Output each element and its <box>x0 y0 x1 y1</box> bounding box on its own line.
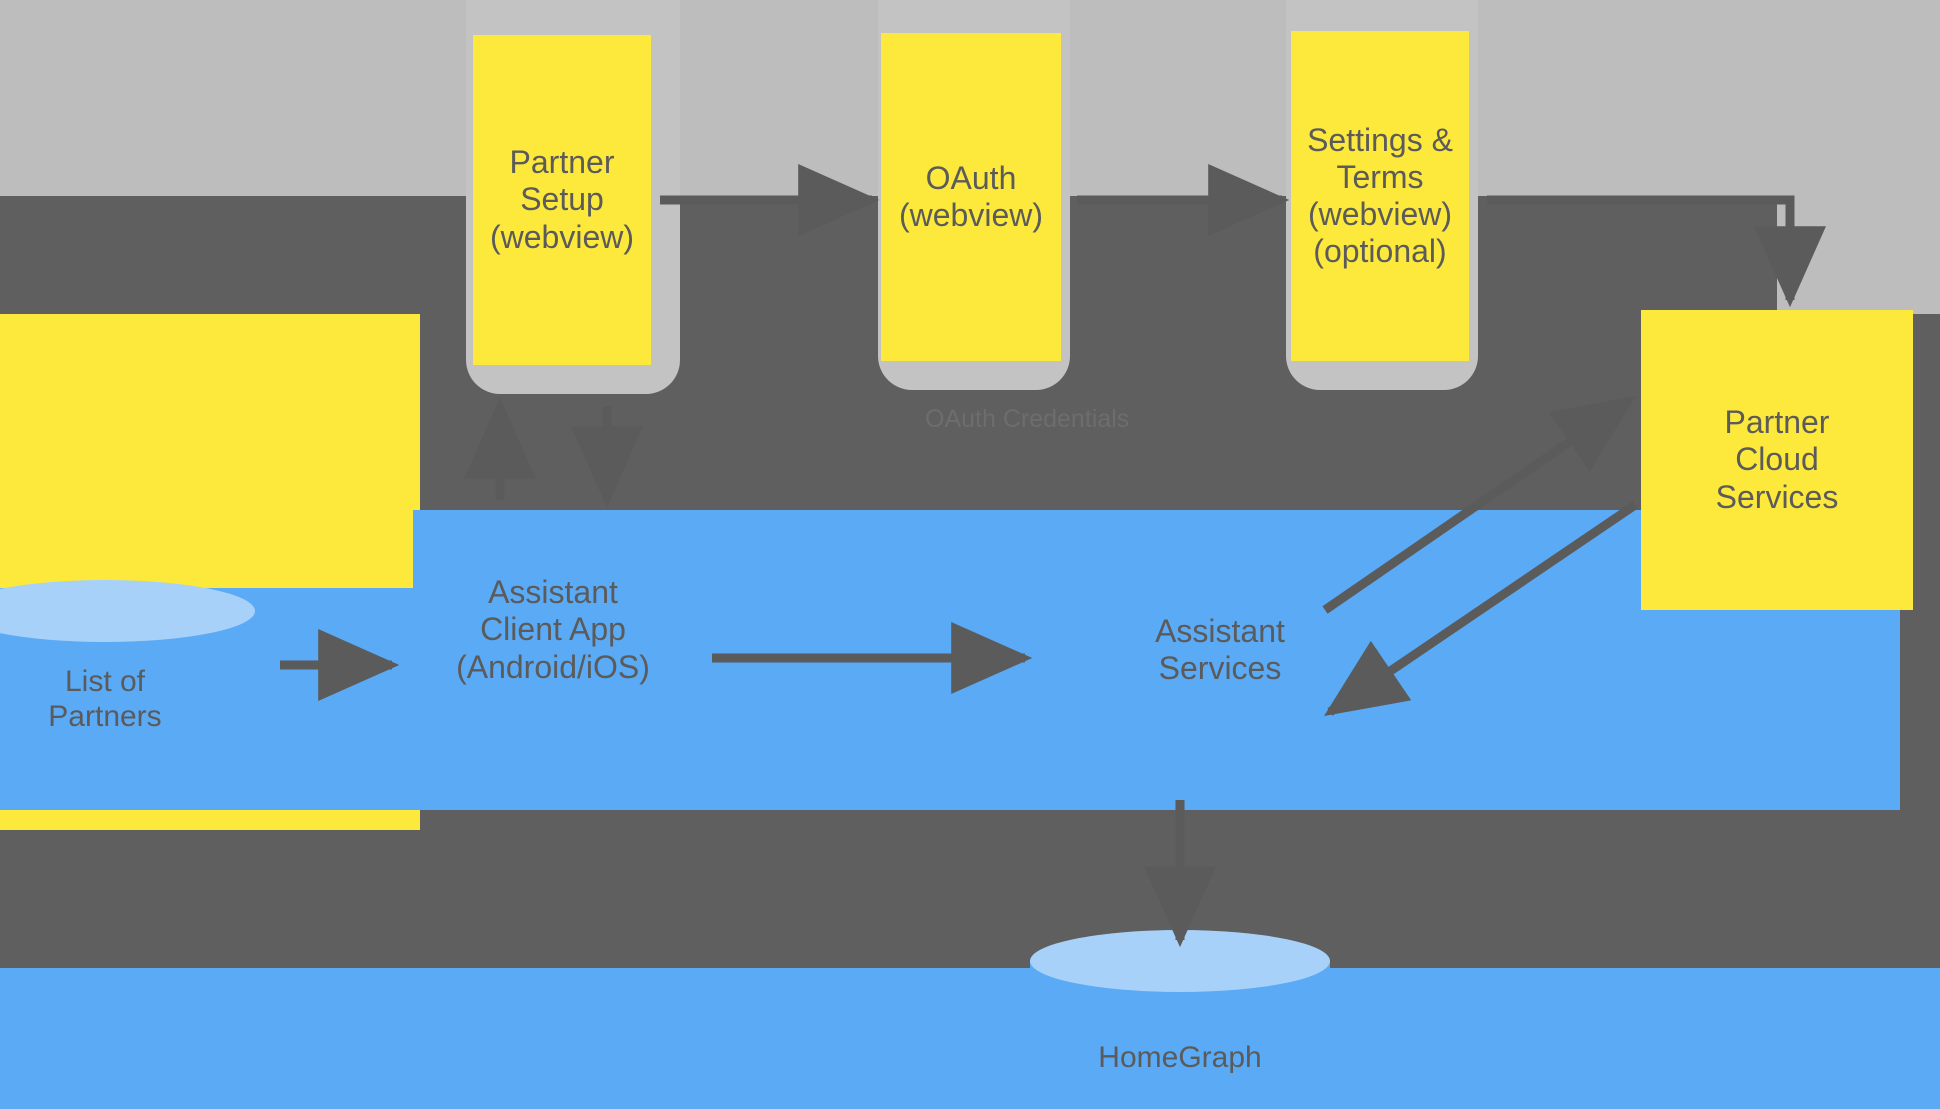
node-homegraph[interactable]: HomeGraph <box>1030 930 1330 1109</box>
background-band-grey-right <box>1777 196 1940 314</box>
cylinder-bottom <box>0 695 255 761</box>
node-assistant-services-label: Assistant Services <box>1155 612 1285 686</box>
node-list-of-partners-label: List of Partners <box>48 665 162 734</box>
node-settings-terms-label: Settings & Terms (webview) (optional) <box>1307 121 1453 270</box>
cylinder-bottom <box>1030 1045 1330 1109</box>
node-homegraph-label: HomeGraph <box>1098 1041 1262 1074</box>
node-assistant-client-app[interactable]: Assistant Client App (Android/iOS) <box>413 570 693 690</box>
node-partner-setup-label: Partner Setup (webview) <box>489 144 635 255</box>
node-assistant-services[interactable]: Assistant Services <box>1080 600 1360 700</box>
node-oauth[interactable]: OAuth (webview) <box>881 33 1061 361</box>
node-oauth-label: OAuth (webview) <box>898 159 1044 233</box>
node-settings-terms[interactable]: Settings & Terms (webview) (optional) <box>1291 31 1469 361</box>
node-partner-cloud-services[interactable]: Partner Cloud Services <box>1641 310 1913 610</box>
node-assistant-client-app-label: Assistant Client App (Android/iOS) <box>456 574 650 685</box>
node-partner-cloud-services-label: Partner Cloud Services <box>1715 404 1839 515</box>
node-list-of-partners[interactable]: List of Partners <box>0 580 255 770</box>
cylinder-top <box>1030 930 1330 992</box>
node-partner-setup[interactable]: Partner Setup (webview) <box>473 35 651 365</box>
background-band-blue-bottom <box>0 968 1940 1109</box>
cylinder-top <box>0 580 255 642</box>
edge-label-oauth-credentials: OAuth Credentials <box>925 405 1130 433</box>
